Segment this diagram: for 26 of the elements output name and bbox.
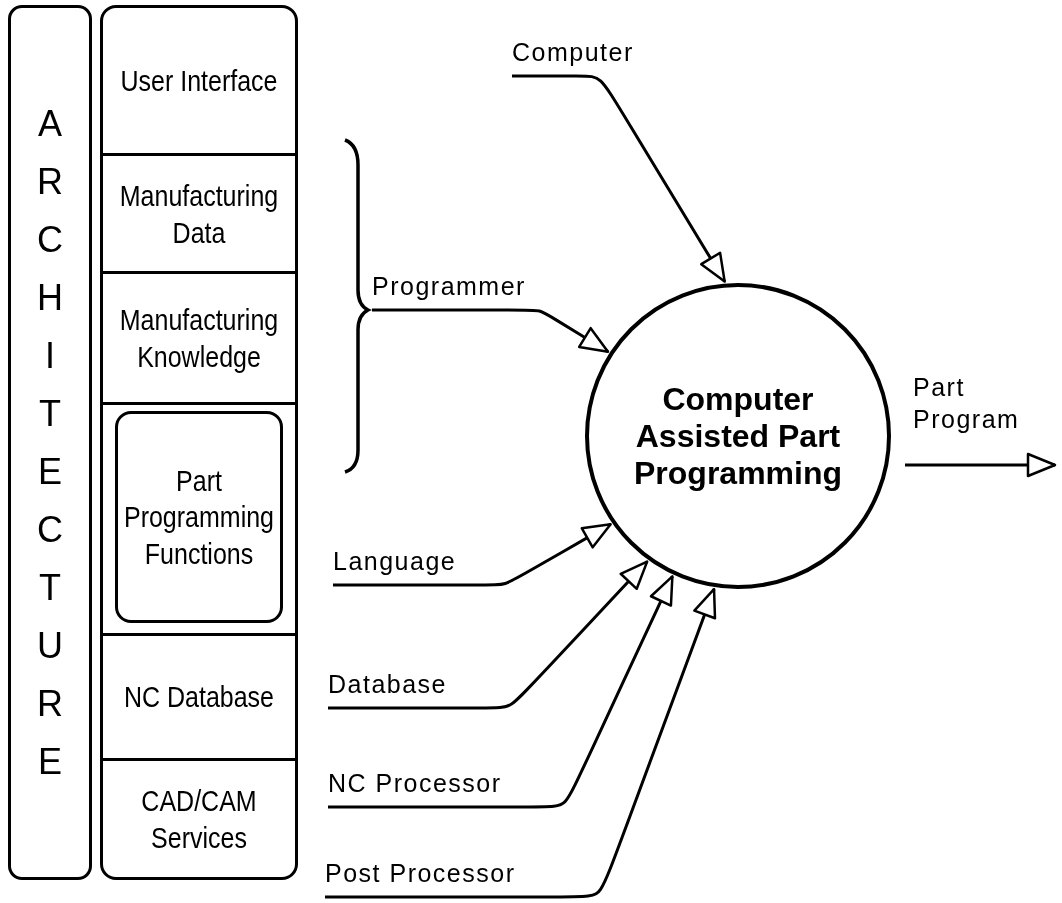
arrow	[333, 523, 612, 587]
layer-label: Manufacturing Data	[118, 178, 280, 250]
layer-label: Manufacturing Knowledge	[118, 302, 280, 375]
arrow	[325, 587, 717, 899]
input-label: Computer	[512, 37, 634, 68]
input-label: Post Processor	[325, 858, 516, 889]
input-label: NC Processor	[328, 768, 502, 799]
arrow	[328, 575, 674, 809]
layer-label: CAD/CAM Services	[140, 783, 258, 856]
input-label: Language	[333, 546, 457, 577]
layer-label: NC Database	[123, 679, 275, 716]
vertical-label: ARCHITECTURE	[36, 101, 64, 784]
layer-stack	[100, 5, 298, 880]
arrow	[328, 560, 649, 710]
arrow	[905, 452, 1057, 478]
process-circle	[585, 283, 891, 589]
process-label: Computer Assisted Part Programming	[633, 380, 843, 492]
function-box	[115, 411, 283, 623]
layer-label: User Interface	[120, 63, 278, 99]
arrow	[512, 74, 726, 283]
input-label: Database	[328, 669, 448, 700]
function-label: Part Programming Functions	[122, 463, 276, 572]
architecture-bar	[8, 5, 92, 880]
input-label: Programmer	[372, 271, 526, 302]
arrow	[372, 308, 610, 353]
layer-band	[103, 271, 295, 405]
